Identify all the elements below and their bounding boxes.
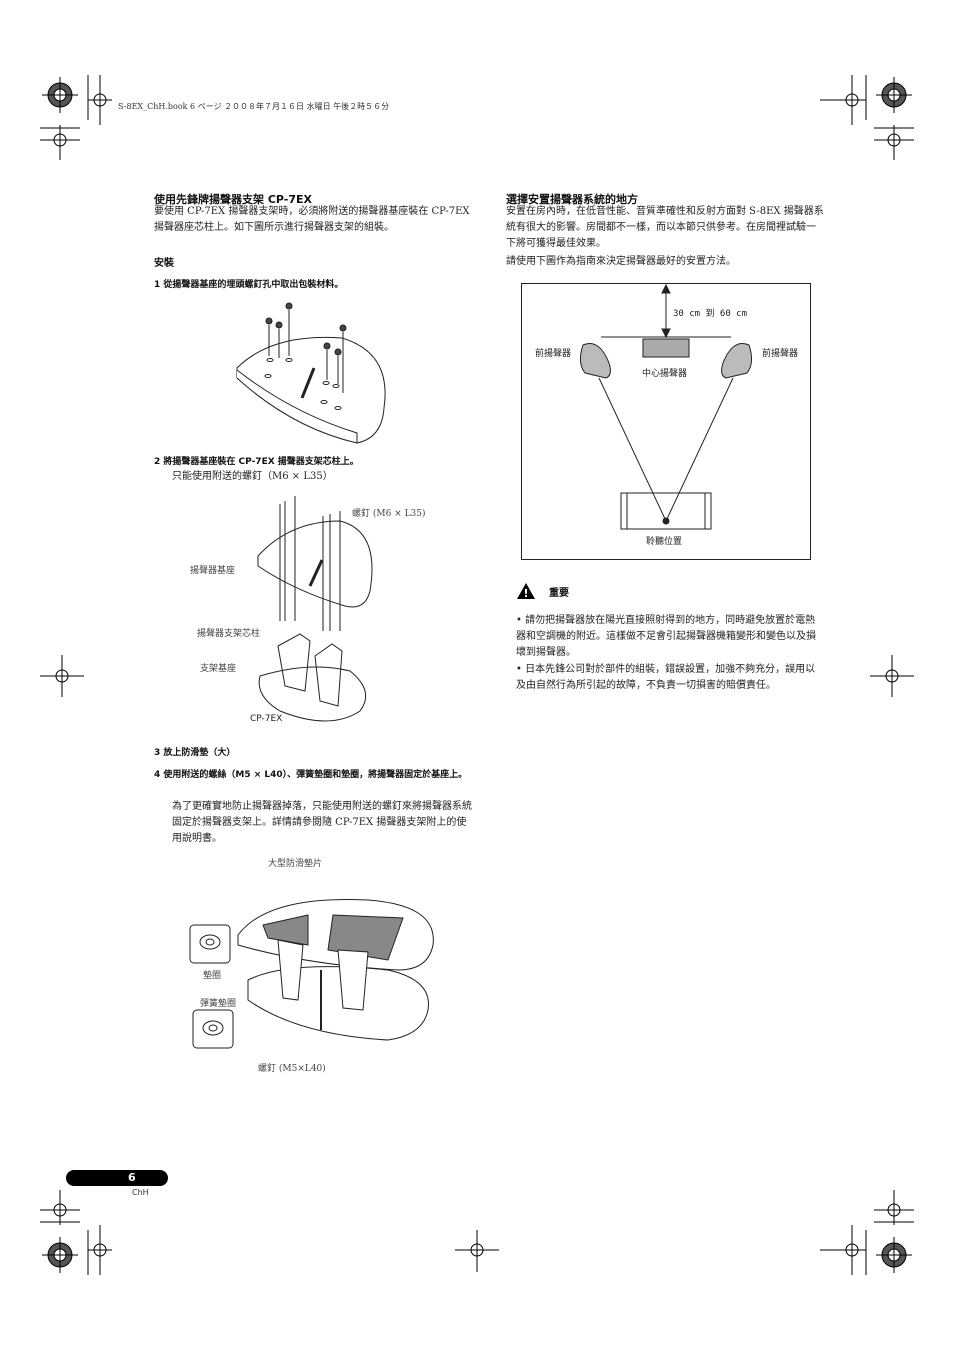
important-heading: 重要 <box>549 588 569 599</box>
page-number: 6 <box>128 1171 136 1184</box>
label-stand-column: 揚聲器支架芯柱 <box>197 629 261 639</box>
label-screw-m5: 螺釘 (M5×L40) <box>258 1064 326 1074</box>
label-spring-washer: 彈簧墊圈 <box>200 999 237 1009</box>
distance-label: 30 cm 到 60 cm <box>673 309 748 319</box>
placement-paragraph-1: 安置在房內時，在低音性能、音質準確性和反射方面對 S-8EX 揚聲器系統有很大的… <box>506 206 824 249</box>
important-bullet-2: • 日本先鋒公司對於部件的組裝，錯誤設置，加強不夠充分，誤用以及由自然行為所引起… <box>516 664 816 691</box>
important-bullet-1: • 請勿把揚聲器放在陽光直接照射得到的地方，同時避免放置於電熱器和空調機的附近。… <box>516 615 816 658</box>
warning-icon: ! <box>517 583 535 600</box>
label-center-speaker: 中心揚聲器 <box>642 369 688 379</box>
section-title-stand: 使用先鋒牌揚聲器支架 CP-7EX <box>154 193 312 206</box>
svg-text:!: ! <box>523 587 528 600</box>
intro-paragraph: 要使用 CP-7EX 揚聲器支架時，必須將附送的揚聲器基座裝在 CP-7EX 揚… <box>154 206 470 233</box>
label-speaker-base: 揚聲器基座 <box>190 566 236 576</box>
speaker-base-assembly-figure <box>257 496 373 722</box>
anti-slip-pad-figure <box>189 898 434 1049</box>
label-front-left: 前揚聲器 <box>535 349 572 359</box>
label-large-pad: 大型防滑墊片 <box>268 859 323 869</box>
step-4-note: 為了更確實地防止揚聲器掉落，只能使用附送的螺釘來將揚聲器系統固定於揚聲器支架上。… <box>172 801 472 844</box>
file-info-header: S-8EX_ChH.book 6 ページ ２００８年７月１６日 水曜日 午後２時… <box>118 102 390 111</box>
label-screw-m6: 螺釘 (M6 × L35) <box>352 509 426 519</box>
step-2-note: 只能使用附送的螺釘（M6 × L35） <box>172 471 333 482</box>
step-1: 1 從揚聲器基座的埋頭螺釘孔中取出包裝材料。 <box>154 280 344 290</box>
label-stand-base: 支架基座 <box>200 664 237 674</box>
label-washer: 墊圈 <box>203 971 222 981</box>
label-front-right: 前揚聲器 <box>762 349 799 359</box>
language-code: ChH <box>132 1188 149 1197</box>
step-4: 4 使用附送的螺絲（M5 × L40）、彈簧墊圈和墊圈，將揚聲器固定於基座上。 <box>154 770 468 780</box>
page-number-tab <box>66 1170 168 1186</box>
step-2: 2 將揚聲器基座裝在 CP-7EX 揚聲器支架芯柱上。 <box>154 457 359 467</box>
label-listening-position: 聆聽位置 <box>646 537 683 547</box>
label-model: CP-7EX <box>250 714 283 724</box>
install-heading: 安裝 <box>154 258 174 269</box>
speaker-base-figure-1 <box>236 302 386 444</box>
speaker-placement-diagram <box>521 283 811 560</box>
section-title-placement: 選擇安置揚聲器系統的地方 <box>506 193 638 206</box>
placement-paragraph-2: 請使用下圖作為指南來決定揚聲器最好的安置方法。 <box>506 256 736 267</box>
step-3: 3 放上防滑墊（大） <box>154 748 236 758</box>
